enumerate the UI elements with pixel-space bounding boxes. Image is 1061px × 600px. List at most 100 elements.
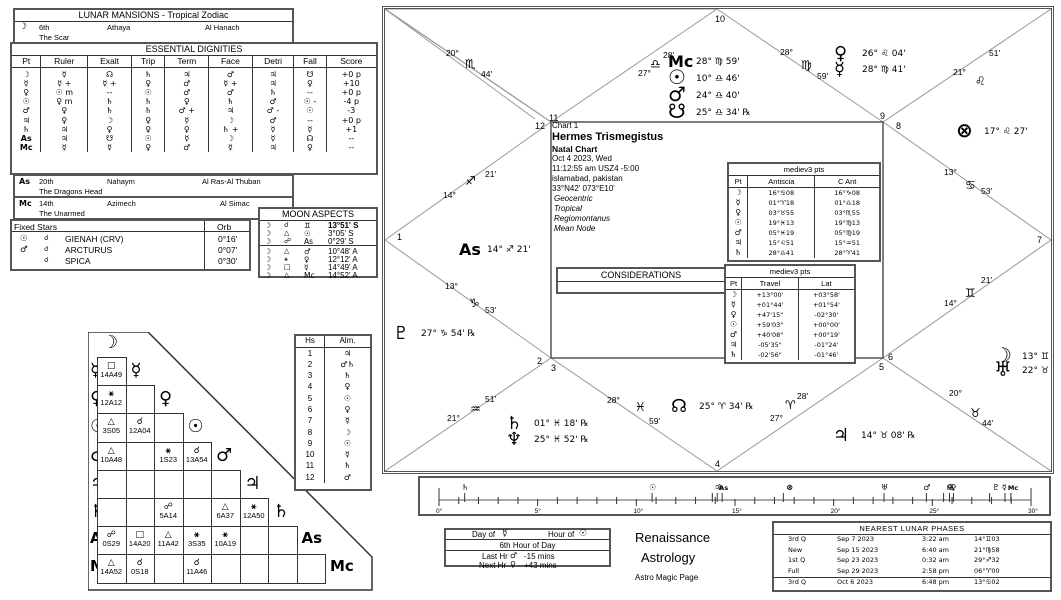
- star-name: ARCTURUS: [65, 245, 113, 255]
- planet-cell: ♃: [22, 115, 30, 125]
- dignity-row: ♀☉ m--☉♂♂♄--+0 p: [12, 87, 376, 98]
- venus-group-position: 28° ♍ 41': [862, 65, 906, 75]
- dignity-cell: ☿ +: [208, 78, 253, 88]
- almuten-row: 2♂♄: [296, 358, 370, 371]
- aspect-cell: ⚹12A50: [240, 502, 269, 520]
- grid-cell: [97, 441, 127, 471]
- moon-aspects-title: MOON ASPECTS: [260, 209, 376, 221]
- cusp-sign-icon: ♍: [801, 58, 812, 72]
- value-cell: 19°♍13: [814, 218, 879, 228]
- dignity-row: Mc☿☿♀♂☿♃♀--: [12, 143, 376, 153]
- ascendant-glyph-icon: As: [459, 240, 481, 259]
- cusp-sign-icon: ♎: [650, 57, 661, 71]
- chart-center-box: [550, 121, 884, 359]
- dignity-cell: ☊: [87, 67, 132, 79]
- column-header: Ruler: [40, 56, 88, 68]
- dignity-cell: ♄ +: [208, 124, 253, 134]
- column-header: Lat: [797, 278, 854, 290]
- cusp-degree: 21°: [447, 413, 460, 423]
- ruler-marker-icon: Mc: [1008, 484, 1018, 492]
- aspect-cell: ☍0S29: [97, 530, 126, 548]
- aspect-value: 3S05: [102, 426, 121, 436]
- grid-diag-glyph: ♄: [273, 501, 290, 522]
- part-of-fortune-position: 17° ♌ 27': [984, 127, 1028, 137]
- grid-cell: [125, 469, 155, 499]
- value-cell: +01°44': [741, 300, 799, 310]
- moon-glyph: ☽: [264, 246, 272, 256]
- house-number: 1: [307, 348, 313, 358]
- grid-cell: [182, 498, 212, 528]
- divider: [260, 245, 376, 246]
- phase-date: Sep 15 2023: [837, 545, 879, 554]
- jupiter-glyph-icon: ♃: [833, 425, 849, 446]
- column-header: Antiscia: [747, 176, 815, 188]
- dignity-cell: --: [325, 143, 376, 153]
- moon-glyph: ☽: [264, 229, 272, 239]
- mansion-name: Azimech: [107, 199, 136, 208]
- astro-magic-page-link[interactable]: Astro Magic Page: [635, 573, 699, 582]
- value-cell: -02'56": [741, 350, 799, 360]
- dignity-cell: +0 p: [325, 115, 376, 125]
- phase-position: 21°♍58: [974, 545, 1000, 554]
- aspect-cell: △10A48: [97, 446, 126, 464]
- chart-place: islamabad, pakistan: [552, 174, 623, 183]
- dignity-cell: ☉: [130, 133, 165, 144]
- aspect-glyph: △: [107, 417, 115, 428]
- phase-time: 2:58 pm: [922, 566, 950, 575]
- cusp-degree: 13°: [445, 281, 458, 291]
- dignity-cell: ♀: [130, 124, 165, 134]
- house-number: 3: [307, 371, 313, 381]
- saturn-group-glyph-icon: ♄: [506, 413, 522, 434]
- table-row: ☽+13°00'+03°58': [726, 289, 854, 300]
- planet-glyph: ☽: [729, 290, 738, 299]
- column-header: C Ant: [814, 176, 879, 188]
- dignity-cell: -4 p: [325, 97, 376, 107]
- dignity-cell: ☉: [293, 106, 327, 116]
- aspect-cell: △11A42: [154, 530, 183, 548]
- house-chart-lines: 12345678910111214°♐21'13°♑53'21°♒51'28°♓…: [385, 9, 1051, 471]
- aspect-glyph: ☍: [106, 530, 116, 541]
- cusp-degree: 14°: [443, 190, 456, 200]
- cusp-sign-icon: ♑: [469, 296, 480, 310]
- cusp-degree: 28°: [607, 395, 620, 405]
- almuten-glyph: ♂: [323, 471, 370, 484]
- chart-option: Geocentric: [554, 194, 593, 203]
- mansion-star: Al Ras-Al Thuban: [202, 177, 261, 186]
- chart-label: Chart 1: [552, 121, 579, 130]
- value-cell: +01°54': [797, 300, 854, 310]
- star-name: SPICA: [65, 256, 91, 266]
- dignity-cell: ♀: [293, 143, 327, 153]
- last-hour-value: -15 mins: [524, 552, 555, 561]
- dignity-cell: ☿: [251, 133, 294, 144]
- value-cell: -01°24': [797, 340, 854, 350]
- grid-diag-glyph: ♀: [159, 388, 173, 410]
- planet-glyph: ♃: [734, 238, 742, 247]
- ruler-tick-label: 25°: [929, 507, 939, 514]
- dignity-cell: ♀: [164, 97, 209, 107]
- grid-cell: [239, 526, 269, 556]
- aspect-cell: △3S05: [97, 417, 126, 435]
- dignity-cell: ☿: [208, 143, 253, 153]
- cusp-sign-icon: ♓: [635, 400, 646, 414]
- cusp-degree: 20°: [949, 388, 962, 398]
- chart-info: Chart 1 Hermes Trismegistus Natal Chart …: [552, 121, 726, 241]
- almuten-row: 1♃: [296, 347, 370, 359]
- dignity-cell: ♄: [130, 97, 165, 107]
- cusp-minute: 28': [797, 391, 808, 401]
- dignity-cell: ☊: [293, 133, 327, 144]
- aspect-value: 14A49: [100, 370, 123, 379]
- planet-glyph: ☉: [729, 320, 738, 329]
- dignity-cell: ♃: [164, 67, 209, 79]
- grid-cell: [154, 554, 184, 584]
- table-row: ☿+01°44'+01°54': [726, 300, 854, 310]
- mc-group-position: 10° ♎ 46': [696, 74, 740, 84]
- aspect-glyph: □: [284, 263, 291, 271]
- dignity-cell: +0 p: [325, 67, 376, 79]
- part-of-fortune-glyph-icon: ⊗: [956, 118, 973, 142]
- jupiter-position: 14° ♉ 08' ℞: [861, 431, 916, 441]
- aspect-value: 10A19: [214, 539, 237, 549]
- aspect-cell: △6A37: [211, 502, 240, 520]
- value-cell: 03°♉55: [747, 208, 815, 218]
